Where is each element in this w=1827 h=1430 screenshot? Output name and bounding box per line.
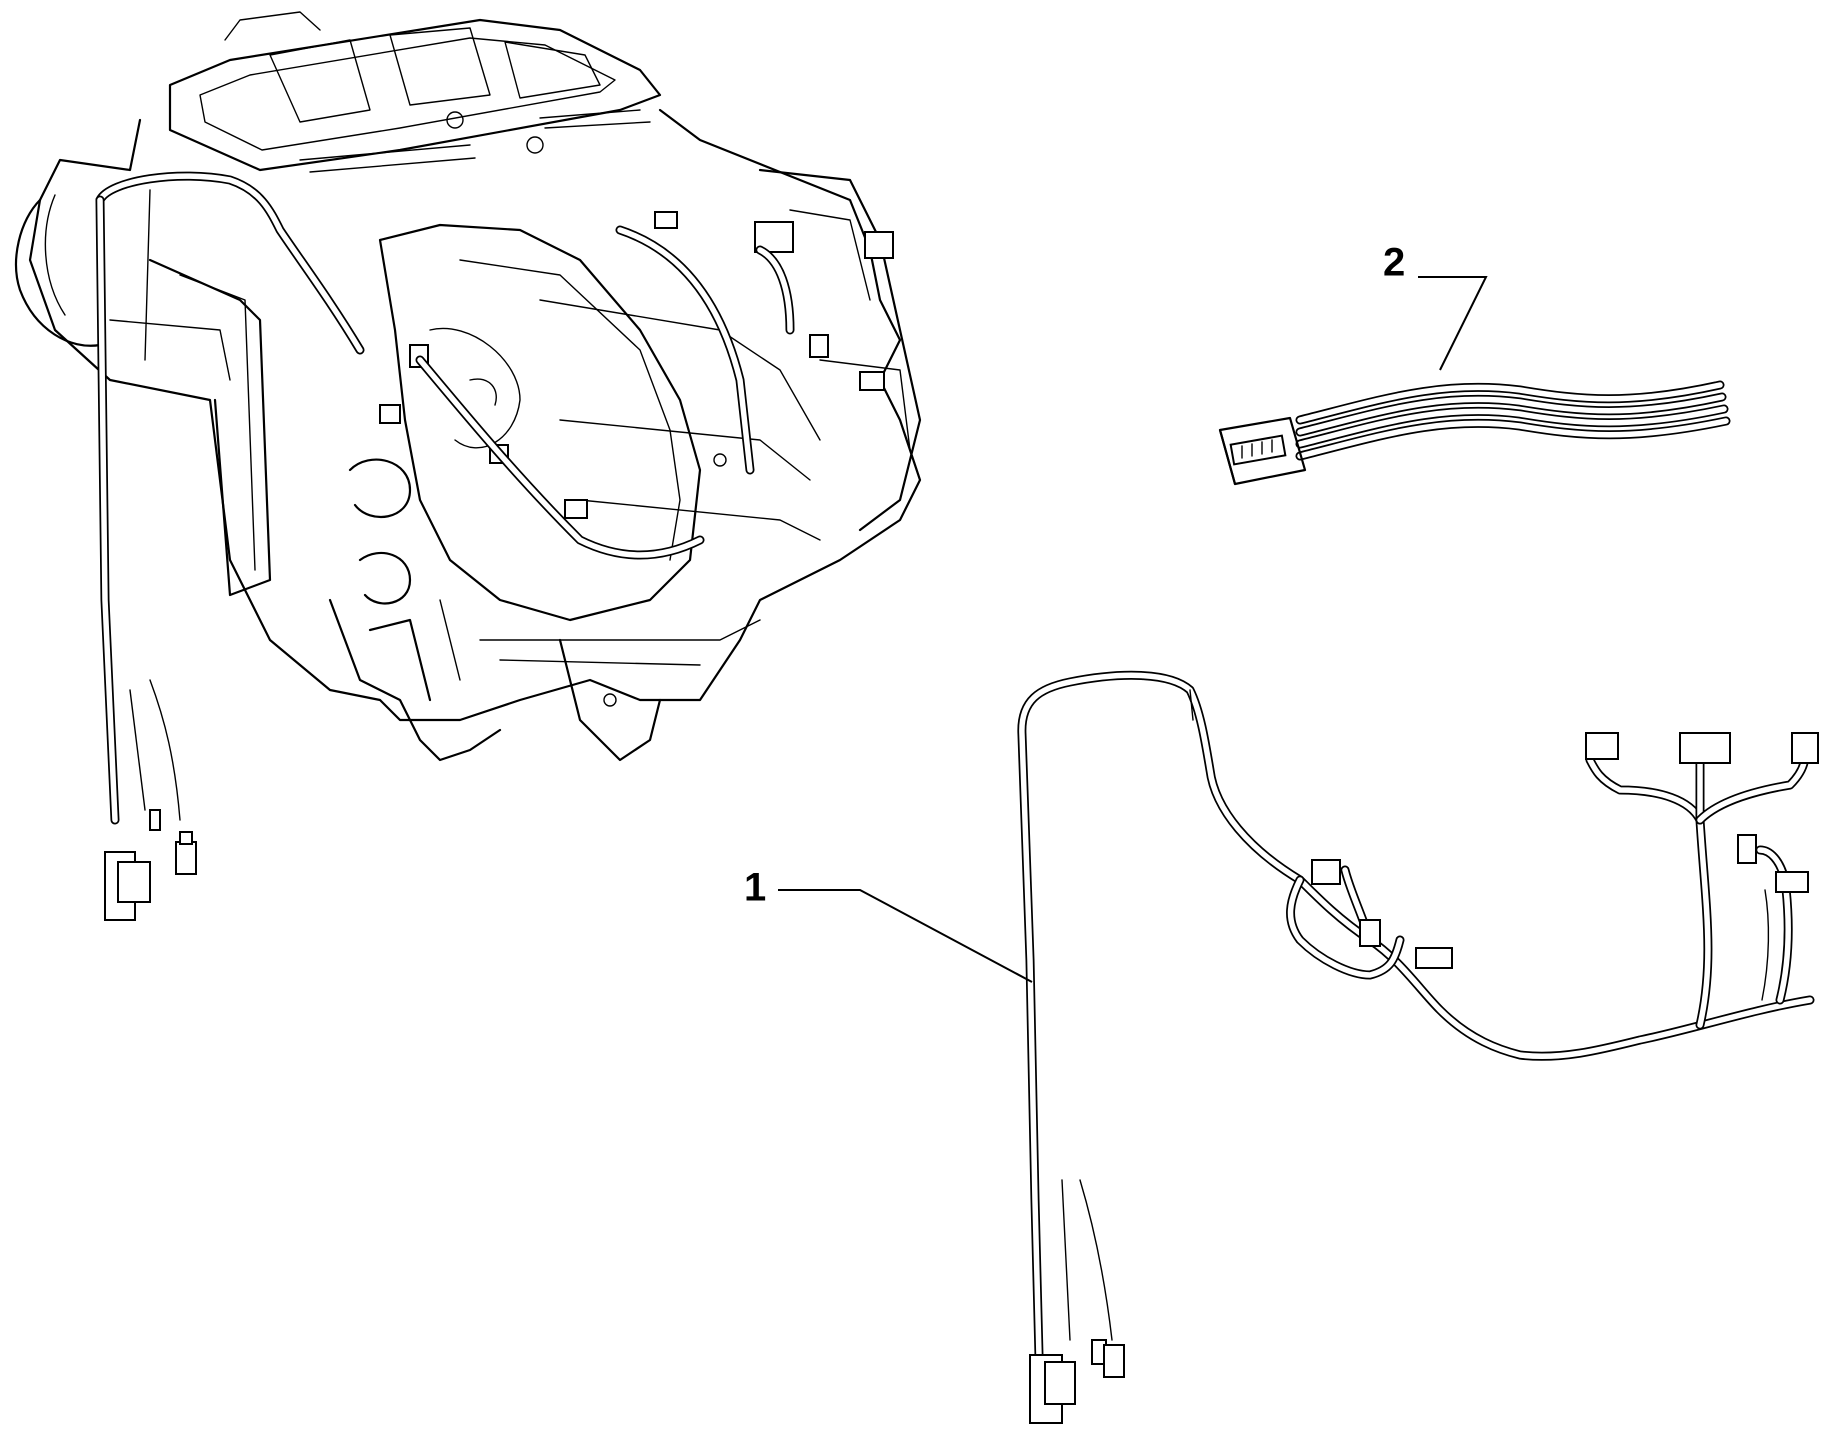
callout-label-1: 1 (744, 866, 766, 910)
callout-2-group: 2 (1383, 241, 1488, 371)
hvac-unit-assembly (14, 11, 922, 921)
callout-label-2: 2 (1383, 241, 1405, 285)
leader-line-1 (778, 889, 1033, 983)
main-wiring-harness (1017, 670, 1819, 1424)
leader-line-2 (1418, 276, 1488, 371)
connector-lead-assembly (1218, 380, 1731, 486)
callout-1-group: 1 (744, 866, 1033, 983)
